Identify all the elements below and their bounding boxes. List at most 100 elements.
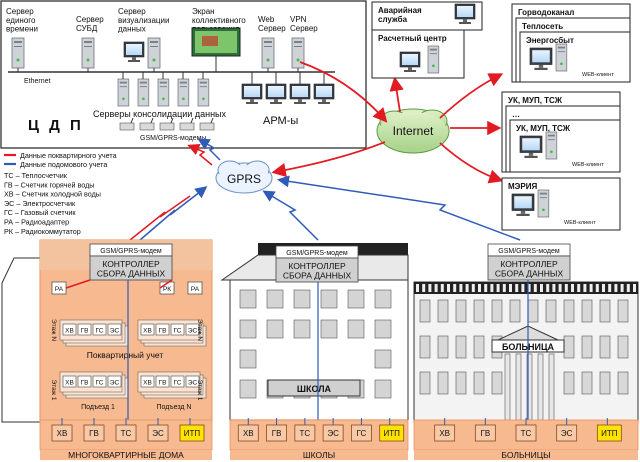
server-tower-icon <box>11 37 25 69</box>
meter-label: ТС <box>300 429 311 438</box>
server-tower-icon <box>427 45 440 74</box>
apt-accounting-label: Поквартирный учет <box>87 350 164 360</box>
abbreviation-item: ГВ – Счетчик горячей воды <box>4 180 94 189</box>
abbreviation-item: ХВ – Счетчик холодной воды <box>4 190 101 199</box>
apt-meter <box>107 375 122 388</box>
consolidation-server-icon <box>137 78 150 107</box>
radio-label: РА <box>191 286 200 293</box>
controller-box <box>275 257 359 283</box>
server-tower-icon <box>81 37 95 69</box>
client-tower-icon <box>545 131 558 160</box>
apt-meter-label: ХВ <box>65 380 74 387</box>
meter-label: ИТП <box>384 429 401 438</box>
apt-meter-label: ГС <box>174 380 182 387</box>
apt-meter <box>92 323 107 336</box>
apt-meter-label: ЭС <box>110 380 120 387</box>
client-label: Энергосбыт <box>526 36 574 45</box>
apt-meter-label: ГВ <box>159 380 167 387</box>
apt-meter <box>170 323 185 336</box>
consolidation-server-icon <box>117 78 130 107</box>
consolidation-server-icon <box>197 78 210 107</box>
server-tower-icon <box>147 37 161 69</box>
apt-meter-label: ГС <box>96 328 104 335</box>
radio-label: РА <box>55 286 64 293</box>
modems-label: GSM/GPRS-модемы <box>140 135 206 142</box>
radio-label: РК <box>163 286 171 293</box>
building-caption: БОЛЬНИЦЫ <box>501 450 550 460</box>
apt-meter-label: ЭС <box>110 328 120 335</box>
abbreviation-item: РК – Радиокоммутатор <box>4 227 81 236</box>
school-sign-label: ШКОЛА <box>297 384 332 394</box>
modem-label: GSM/GPRS-модем <box>498 248 560 255</box>
meter-ИТП <box>179 424 205 442</box>
meter-label: ГВ <box>272 429 282 438</box>
apt-meter-label: ЭС <box>188 328 198 335</box>
apt-meter <box>92 375 107 388</box>
client-group-utilities: ГорводоканалТеплосетьЭнергосбытWEB-клиен… <box>511 3 631 83</box>
apt-meter <box>140 323 155 336</box>
entrance-label: Подъезд 1 <box>81 404 115 411</box>
client-label: Теплосеть <box>522 22 563 31</box>
school-sign <box>267 379 361 397</box>
gprs-label: GPRS <box>227 172 261 186</box>
apt-meter <box>185 375 200 388</box>
client-label: УК, МУП, ТСЖ <box>516 124 571 133</box>
client-tower-icon <box>537 189 550 218</box>
apt-meter <box>155 375 170 388</box>
apt-meter <box>155 323 170 336</box>
building-caption: МНОГОКВАРТИРНЫЕ ДОМА <box>68 450 184 460</box>
meter-label: ХВ <box>57 429 68 438</box>
meter-label: ЭС <box>561 429 573 438</box>
web-client-label: WEB-клиент <box>572 162 604 168</box>
apt-meter <box>62 323 77 336</box>
apt-meter <box>77 323 92 336</box>
apt-meter-label: ГВ <box>81 380 89 387</box>
internet-links <box>271 61 504 184</box>
apt-meter <box>170 375 185 388</box>
modem-label: GSM/GPRS-модем <box>286 250 348 257</box>
client-label: УК, МУП, ТСЖ <box>508 96 563 105</box>
meter-label: ХВ <box>243 429 254 438</box>
apt-meter <box>107 323 122 336</box>
apt-meter <box>62 375 77 388</box>
client-label: Горводоканал <box>518 8 574 17</box>
meter-label: ТС <box>121 429 132 438</box>
internet-label: Internet <box>393 124 434 138</box>
consolidation-label: Серверы консолидации данных <box>93 109 227 119</box>
floor-label: Этаж N <box>196 319 203 341</box>
server-s4: Экранколлективногопользования <box>191 7 246 72</box>
remote-label: Расчетный центр <box>378 34 447 43</box>
apt-meter-label: ГВ <box>159 328 167 335</box>
meter-label: ТС <box>521 429 532 438</box>
consolidation-server-icon <box>177 78 190 107</box>
apt-meter <box>140 375 155 388</box>
cdp-label: Ц Д П <box>28 117 84 134</box>
arm-label: АРМ-ы <box>263 115 298 127</box>
meter-ИТП <box>379 424 405 442</box>
server-tower-icon <box>261 37 275 69</box>
abbreviation-item: ЭС – Электросчетчик <box>4 199 76 208</box>
abbreviation-item: ГС – Газовый счетчик <box>4 208 76 217</box>
meter-label: ИТП <box>184 429 201 438</box>
apt-meter-label: ГС <box>96 380 104 387</box>
apt-meter <box>77 375 92 388</box>
consolidation-server-icon <box>157 78 170 107</box>
floor-label: Этаж 1 <box>50 380 57 401</box>
legend-label: Данные подомового учета <box>20 160 107 169</box>
meter-label: ГВ <box>89 429 99 438</box>
meter-label: ХВ <box>439 429 450 438</box>
meter-ИТП <box>596 424 622 442</box>
